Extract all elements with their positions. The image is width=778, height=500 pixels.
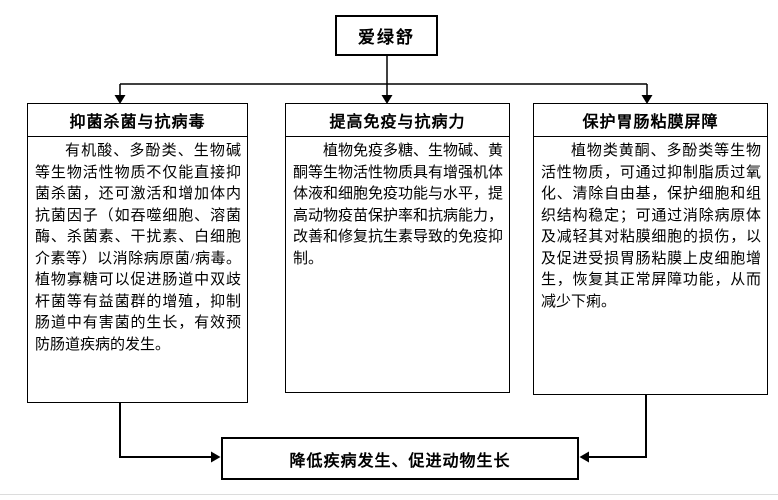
branch-body-immunity: 植物免疫多糖、生物碱、黄酮等生物活性物质具有增强机体体液和细胞免疫功能与水平，提… <box>293 143 504 267</box>
branch-body-mucosa: 植物类黄酮、多酚类等生物活性物质，可通过抑制脂质过氧化、清除自由基，保护细胞和组… <box>541 143 761 310</box>
branch-body-antibacterial: 有机酸、多酚类、生物碱等生物活性物质不仅能直接抑菌杀菌，还可激活和增加体内抗菌因… <box>35 143 241 353</box>
outcome-box: 降低疾病发生、促进动物生长 <box>221 437 579 480</box>
branch-box-immunity: 提高免疫与抗病力 植物免疫多糖、生物碱、黄酮等生物活性物质具有增强机体体液和细胞… <box>285 103 510 393</box>
outcome-label: 降低疾病发生、促进动物生长 <box>289 452 511 470</box>
branch-title-immunity: 提高免疫与抗病力 <box>286 104 509 137</box>
branch-box-mucosa: 保护胃肠粘膜屏障 植物类黄酮、多酚类等生物活性物质，可通过抑制脂质过氧化、清除自… <box>533 103 768 395</box>
root-box: 爱绿舒 <box>335 15 438 56</box>
branch-title-mucosa: 保护胃肠粘膜屏障 <box>534 104 767 137</box>
page-bottom-rule <box>0 494 778 495</box>
branch-title-antibacterial: 抑菌杀菌与抗病毒 <box>28 104 247 137</box>
root-label: 爱绿舒 <box>358 28 415 47</box>
branch-box-antibacterial: 抑菌杀菌与抗病毒 有机酸、多酚类、生物碱等生物活性物质不仅能直接抑菌杀菌，还可激… <box>27 103 248 403</box>
